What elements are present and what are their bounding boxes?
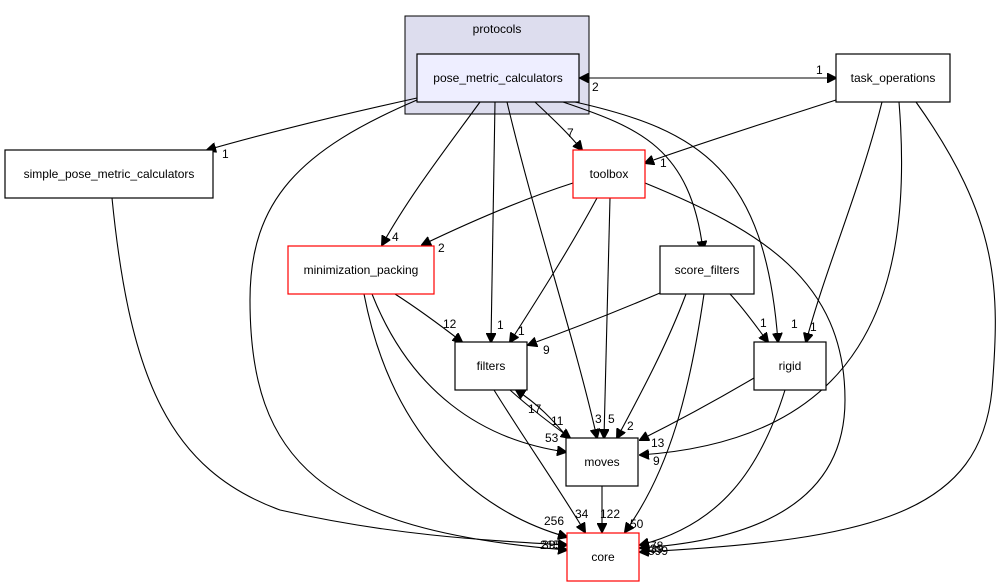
node-moves-box[interactable] <box>565 437 639 487</box>
node-task-operations-box[interactable] <box>835 53 951 103</box>
node-filters[interactable]: filters <box>454 341 528 391</box>
edge-toolbox-minimization-packing <box>422 182 574 245</box>
node-filters-label: filters <box>477 359 506 373</box>
edge-label-pmc-rigid: 1 <box>791 317 798 331</box>
edge-label-task-operations-toolbox: 1 <box>660 156 667 170</box>
edge-pose-metric-calculators-minimization-packing <box>382 101 481 245</box>
edge-rigid-core <box>640 389 786 545</box>
edge-label-pmc-toolbox: 7 <box>567 126 574 140</box>
node-score-filters-label: score_filters <box>675 263 740 277</box>
node-core[interactable]: core <box>566 532 640 582</box>
edge-task-operations-rigid <box>806 101 883 342</box>
edge-minimization-packing-moves <box>371 293 566 452</box>
edge-rigid-moves <box>640 377 755 440</box>
edge-label-moves-core: 122 <box>600 507 620 521</box>
node-moves-label: moves <box>584 455 619 469</box>
edge-label-toolbox-minimization-packing: 2 <box>438 241 445 255</box>
node-core-label: core <box>591 550 615 564</box>
node-pose-metric-calculators-box[interactable] <box>416 53 580 103</box>
node-simple-pose-metric-calculators-box[interactable] <box>4 149 214 199</box>
node-score-filters-box[interactable] <box>659 245 755 295</box>
node-toolbox[interactable]: toolbox <box>572 149 646 199</box>
edge-score-filters-core <box>625 293 705 532</box>
edge-labels: 1 2 1 7 1 1 4 2 12 1 1 9 1 1 1 17 11 53 … <box>222 63 823 558</box>
edge-label-task-operations-rigid: 1 <box>810 320 817 334</box>
edge-pose-metric-calculators-simple-pose-metric-calculators <box>207 97 418 150</box>
edge-task-operations-core <box>640 101 996 552</box>
node-task-operations-label: task_operations <box>851 71 936 85</box>
edge-label-score-filters-filters: 9 <box>543 343 550 357</box>
edge-task-operations-toolbox <box>645 99 837 163</box>
edge-label-pmc-core: 395 <box>542 538 562 552</box>
node-rigid[interactable]: rigid <box>753 341 827 391</box>
node-core-box[interactable] <box>566 532 640 582</box>
edge-label-moves-filters: 11 <box>551 414 564 428</box>
edge-label-toolbox-core: 78 <box>650 539 664 553</box>
node-pose-metric-calculators-label: pose_metric_calculators <box>433 71 562 85</box>
edge-toolbox-filters <box>510 197 598 342</box>
edge-label-pmc-filters: 1 <box>497 318 504 332</box>
node-rigid-box[interactable] <box>753 341 827 391</box>
edge-score-filters-moves <box>617 293 687 438</box>
node-minimization-packing-label: minimization_packing <box>304 263 419 277</box>
edge-label-pmc-task-operations: 1 <box>816 63 823 77</box>
edge-label-filters-core: 34 <box>575 507 589 521</box>
edge-minimization-packing-core <box>363 293 567 537</box>
edge-label-rigid-moves: 13 <box>651 436 665 450</box>
edge-pose-metric-calculators-score-filters <box>562 101 703 250</box>
node-minimization-packing-box[interactable] <box>287 245 435 295</box>
edge-pose-metric-calculators-toolbox <box>534 101 582 150</box>
edge-label-score-filters-rigid: 1 <box>760 316 767 330</box>
edge-label-minimization-packing-moves: 53 <box>545 431 559 445</box>
edge-label-rigid-core: 599 <box>648 544 668 558</box>
edge-pose-metric-calculators-rigid <box>574 101 778 342</box>
edge-label-minimization-packing-core: 256 <box>544 514 564 528</box>
edge-score-filters-rigid <box>729 293 768 342</box>
edge-score-filters-filters <box>528 292 661 345</box>
edge-label-task-operations-core: 39 <box>650 542 664 556</box>
edges <box>111 78 996 552</box>
cluster-protocols-label: protocols <box>473 22 522 36</box>
edge-label-score-filters-core: 50 <box>630 517 644 531</box>
edge-label-task-operations-moves: 9 <box>653 454 660 468</box>
edge-label-filters-moves: 17 <box>528 402 542 416</box>
edge-label-minimization-packing-filters: 12 <box>443 317 457 331</box>
node-rigid-label: rigid <box>779 359 802 373</box>
edge-filters-core <box>493 389 585 532</box>
edge-pose-metric-calculators-core <box>249 99 567 550</box>
edge-label-task-operations-pmc: 2 <box>592 80 599 94</box>
edge-moves-filters <box>516 390 569 439</box>
edge-toolbox-moves <box>604 197 611 438</box>
node-score-filters[interactable]: score_filters <box>659 245 755 295</box>
edge-label-simple-core: 215 <box>540 538 560 552</box>
node-task-operations[interactable]: task_operations <box>835 53 951 103</box>
edge-label-toolbox-filters: 1 <box>518 324 525 338</box>
edge-label-pmc-simple: 1 <box>222 147 229 161</box>
edge-label-score-filters-moves: 2 <box>627 419 634 433</box>
edge-label-pmc-minimization-packing: 4 <box>392 230 399 244</box>
edge-label-toolbox-moves: 5 <box>608 412 615 426</box>
node-pose-metric-calculators[interactable]: pose_metric_calculators <box>416 53 580 103</box>
edge-pose-metric-calculators-moves <box>506 101 597 438</box>
node-simple-pose-metric-calculators[interactable]: simple_pose_metric_calculators <box>4 149 214 199</box>
edge-toolbox-core <box>640 182 846 548</box>
edge-pose-metric-calculators-filters <box>491 101 495 342</box>
node-moves[interactable]: moves <box>565 437 639 487</box>
edge-label-pmc-moves: 3 <box>595 412 602 426</box>
edge-task-operations-moves <box>640 101 903 455</box>
node-minimization-packing[interactable]: minimization_packing <box>287 245 435 295</box>
edge-minimization-packing-filters <box>394 293 462 342</box>
node-simple-pose-metric-calculators-label: simple_pose_metric_calculators <box>24 167 195 181</box>
node-toolbox-box[interactable] <box>572 149 646 199</box>
node-filters-box[interactable] <box>454 341 528 391</box>
node-toolbox-label: toolbox <box>590 167 629 181</box>
